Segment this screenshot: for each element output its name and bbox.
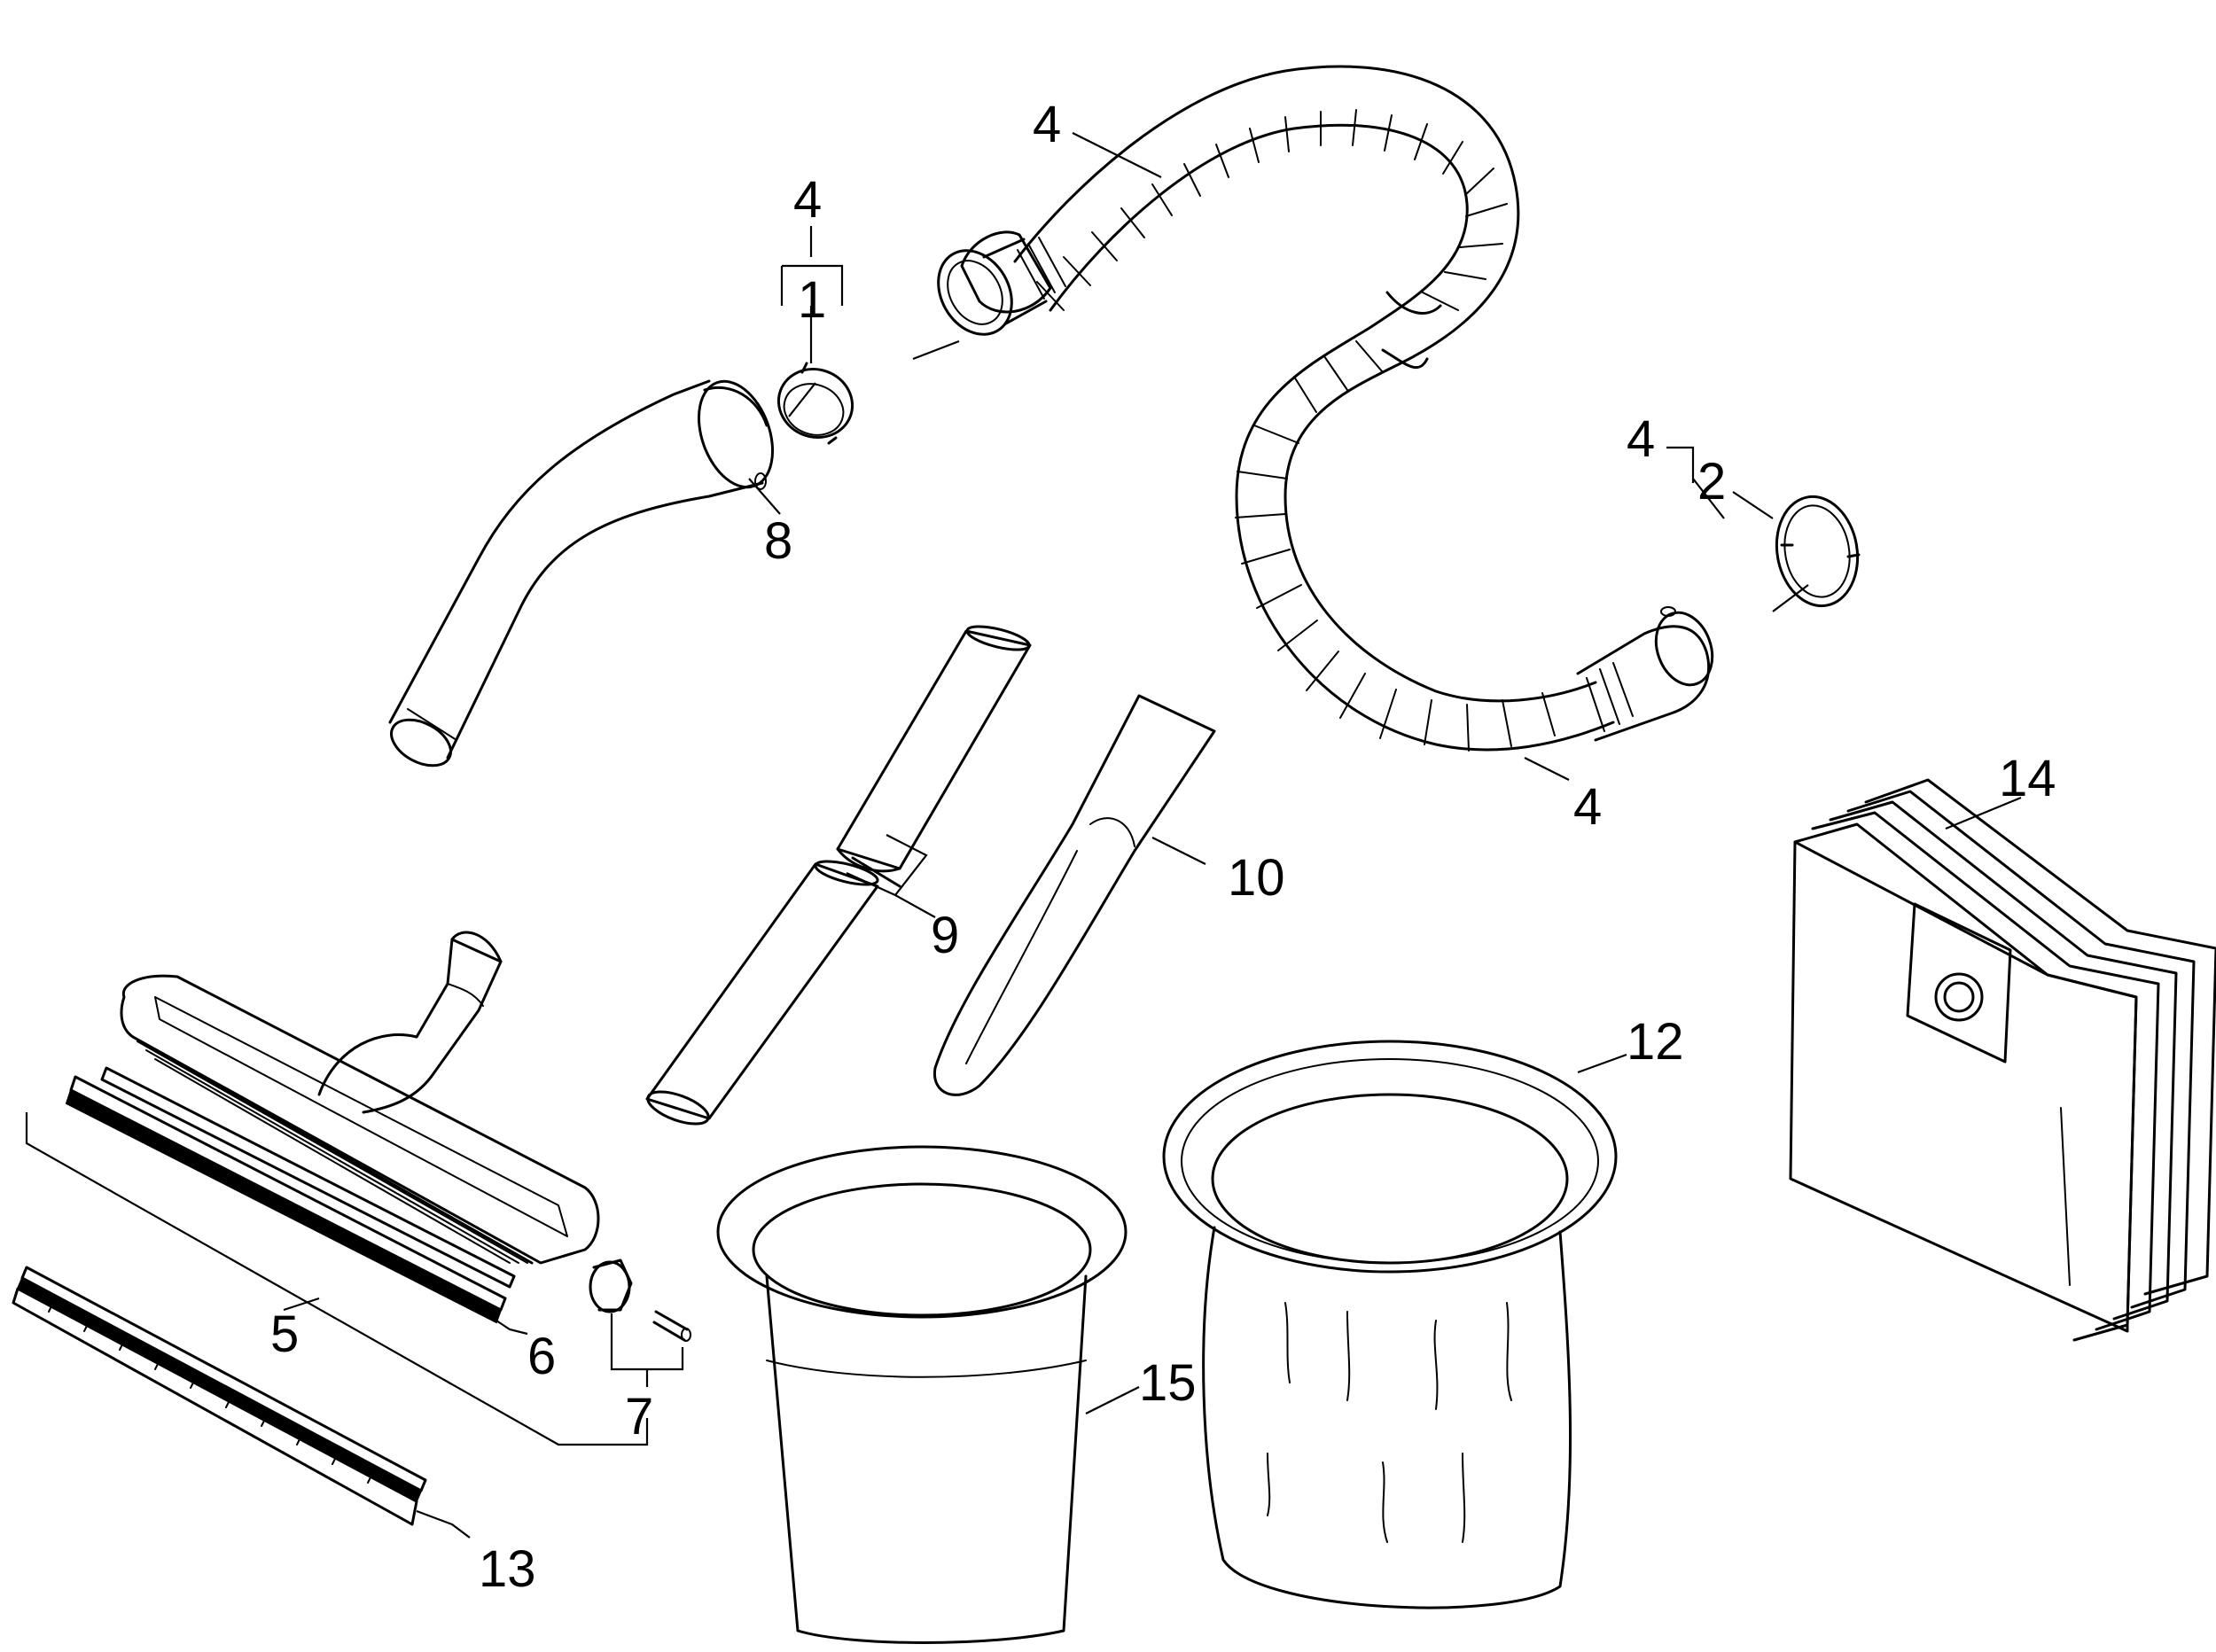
extension-tubes xyxy=(645,625,1032,1126)
callout-4-ring-group: 4 xyxy=(1627,410,1655,468)
suction-hose xyxy=(937,65,1714,752)
crevice-nozzle xyxy=(933,694,1216,1096)
callout-6: 6 xyxy=(527,1328,556,1385)
callout-9: 9 xyxy=(931,907,959,964)
callout-7: 7 xyxy=(625,1388,653,1446)
callout-13: 13 xyxy=(479,1540,536,1598)
paper-filter-bags xyxy=(1789,778,2216,1342)
callout-4-handle-group: 4 xyxy=(793,171,822,229)
callout-15: 15 xyxy=(1139,1354,1197,1412)
callout-4-hose-top: 4 xyxy=(1033,96,1061,153)
callout-1: 1 xyxy=(798,271,826,329)
hose-ring-large xyxy=(1775,495,1861,608)
curved-handle xyxy=(388,379,775,768)
filter-bag xyxy=(1162,1040,1618,1609)
callout-10: 10 xyxy=(1228,849,1285,907)
callout-14: 14 xyxy=(1999,750,2056,807)
callout-5: 5 xyxy=(270,1305,299,1363)
wheel-and-axle xyxy=(589,1258,691,1342)
hose-ring-small xyxy=(776,362,854,445)
callout-8: 8 xyxy=(764,512,792,570)
floor-nozzle xyxy=(120,931,600,1265)
leader-lines xyxy=(25,132,2022,1539)
filter-basket xyxy=(716,1145,1128,1644)
squeegee-strips xyxy=(65,1066,516,1324)
callout-12: 12 xyxy=(1627,1013,1684,1071)
callout-2: 2 xyxy=(1697,453,1726,510)
callout-4-hose-bottom: 4 xyxy=(1573,778,1602,836)
brush-strips xyxy=(12,1266,427,1526)
callout-labels: 4 1 4 8 4 2 4 14 9 10 12 15 5 6 7 13 xyxy=(270,96,2056,1598)
